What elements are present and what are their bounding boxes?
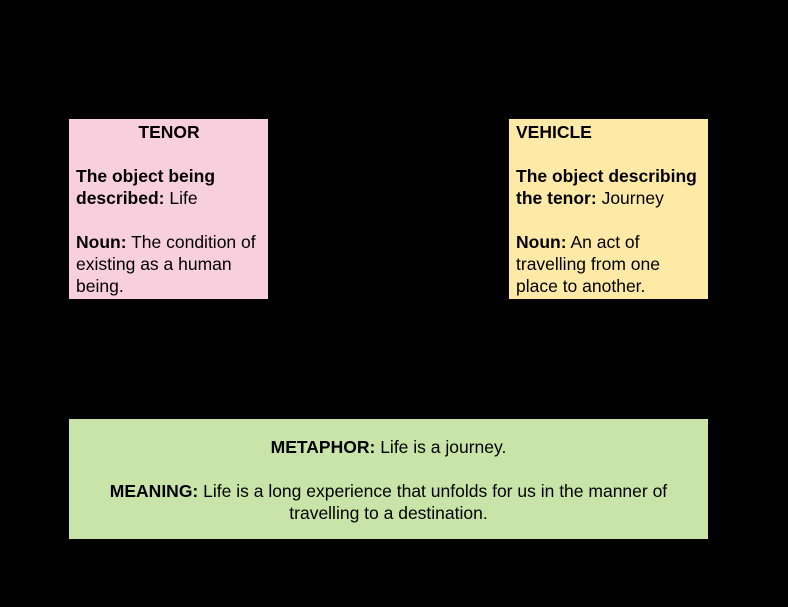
- vehicle-noun-value: An act of travelling from one place to a…: [516, 232, 660, 296]
- vehicle-noun-field: Noun: An act of travelling from one plac…: [516, 231, 702, 297]
- tenor-noun-label: Noun:: [76, 232, 127, 252]
- tenor-noun-value: The condition of existing as a human bei…: [76, 232, 256, 296]
- metaphor-meaning-box: METAPHOR: Life is a journey. MEANING: Li…: [69, 419, 708, 539]
- spacer: [76, 209, 262, 231]
- tenor-title: TENOR: [138, 122, 200, 142]
- vehicle-title: VEHICLE: [516, 122, 592, 142]
- vehicle-noun-label: Noun:: [516, 232, 567, 252]
- vehicle-described-field: The object describing the tenor: Journey: [516, 165, 702, 209]
- vehicle-described-value: Journey: [601, 188, 664, 208]
- tenor-described-value: Life: [169, 188, 198, 208]
- metaphor-line: METAPHOR: Life is a journey.: [85, 436, 692, 458]
- metaphor-label: METAPHOR:: [270, 437, 376, 457]
- tenor-box: TENOR The object being described: Life N…: [69, 119, 268, 299]
- metaphor-value: Life is a journey.: [380, 437, 507, 457]
- meaning-value: Life is a long experience that unfolds f…: [203, 481, 668, 523]
- tenor-described-field: The object being described: Life: [76, 165, 262, 209]
- spacer: [516, 209, 702, 231]
- spacer: [85, 458, 692, 480]
- tenor-described-label: The object being described:: [76, 166, 216, 208]
- vehicle-described-label: The object describing the tenor:: [516, 166, 697, 208]
- meaning-label: MEANING:: [109, 481, 199, 501]
- vehicle-box: VEHICLE The object describing the tenor:…: [509, 119, 708, 299]
- meaning-line: MEANING: Life is a long experience that …: [85, 480, 692, 524]
- spacer: [516, 143, 702, 165]
- tenor-noun-field: Noun: The condition of existing as a hum…: [76, 231, 262, 297]
- spacer: [76, 143, 262, 165]
